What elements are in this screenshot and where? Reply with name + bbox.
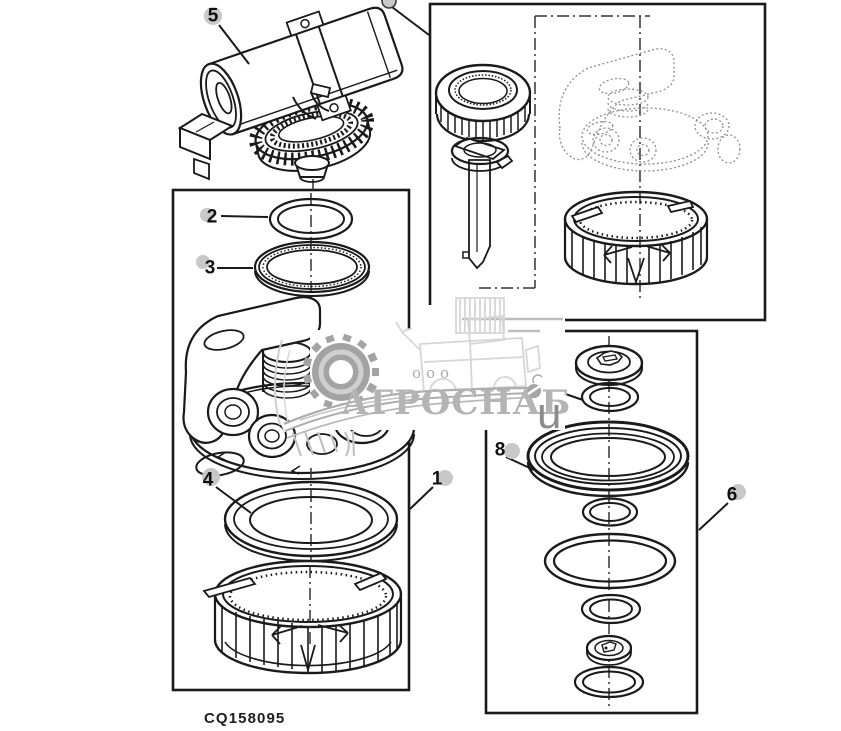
callout-2: 2	[207, 207, 218, 228]
kit-oring-mid	[581, 497, 639, 527]
cap-box-centerlines	[479, 15, 650, 302]
part-5-pump	[177, 6, 404, 183]
ghost-filter-head	[558, 48, 741, 172]
group-callouts: 5 2 3 4 1 8 6	[196, 0, 746, 506]
callout-1: 1	[432, 469, 443, 490]
callout-disc-1	[437, 470, 453, 486]
cap-and-tool	[434, 48, 741, 286]
seal-kit-parts	[526, 344, 690, 699]
leader-4	[215, 486, 252, 514]
drain-stem-tool	[450, 136, 514, 270]
kit-oring-large	[543, 532, 677, 590]
pump-connector	[177, 112, 235, 181]
leader-5	[218, 24, 250, 65]
pump-elbow	[292, 82, 332, 120]
callout-disc-3	[196, 255, 210, 269]
filter-bowl-ring	[202, 559, 403, 675]
part-3-seal-ring	[253, 240, 371, 297]
watermark-suffix: u	[537, 389, 561, 438]
leader-8	[505, 456, 535, 471]
kit-plug-fitting	[574, 344, 644, 386]
callout-3: 3	[205, 258, 216, 279]
callout-4: 4	[203, 470, 214, 491]
watermark-prefix: ооо	[412, 364, 454, 382]
cap-tool-box	[428, 2, 767, 322]
callout-6: 6	[727, 485, 738, 506]
seal-kit-box	[484, 329, 699, 715]
callout-disc-2	[200, 208, 214, 222]
leader-6	[698, 502, 729, 531]
kit-grommet	[585, 634, 633, 666]
kit-oring-mid2	[580, 593, 642, 625]
kit-oring-small-top	[580, 381, 640, 413]
callout-disc-5	[204, 7, 222, 25]
callout-disc-8	[504, 443, 520, 459]
leader-1	[409, 486, 434, 510]
kit-oring-bottom	[573, 665, 645, 699]
watermark-swoosh	[281, 386, 537, 439]
watermark-scribbles	[291, 430, 356, 457]
part-2-oring	[268, 197, 354, 241]
leader-2	[220, 215, 269, 218]
leader-top-partial	[391, 6, 430, 36]
callout-disc-4	[202, 468, 220, 486]
watermark-tractor-icon	[395, 297, 541, 393]
callout-8: 8	[495, 440, 506, 461]
callout-disc-partial-top	[381, 0, 397, 9]
ribbed-cap	[434, 63, 532, 143]
pump-outlet-nub	[294, 155, 330, 183]
watermark: ооо АГРОСНАБ u	[273, 297, 570, 457]
part-8-seal	[526, 420, 690, 498]
drawing-code: CQ158095	[204, 710, 285, 727]
callout-5: 5	[208, 6, 219, 27]
callout-disc-6	[730, 484, 746, 500]
retaining-ring	[563, 190, 709, 286]
